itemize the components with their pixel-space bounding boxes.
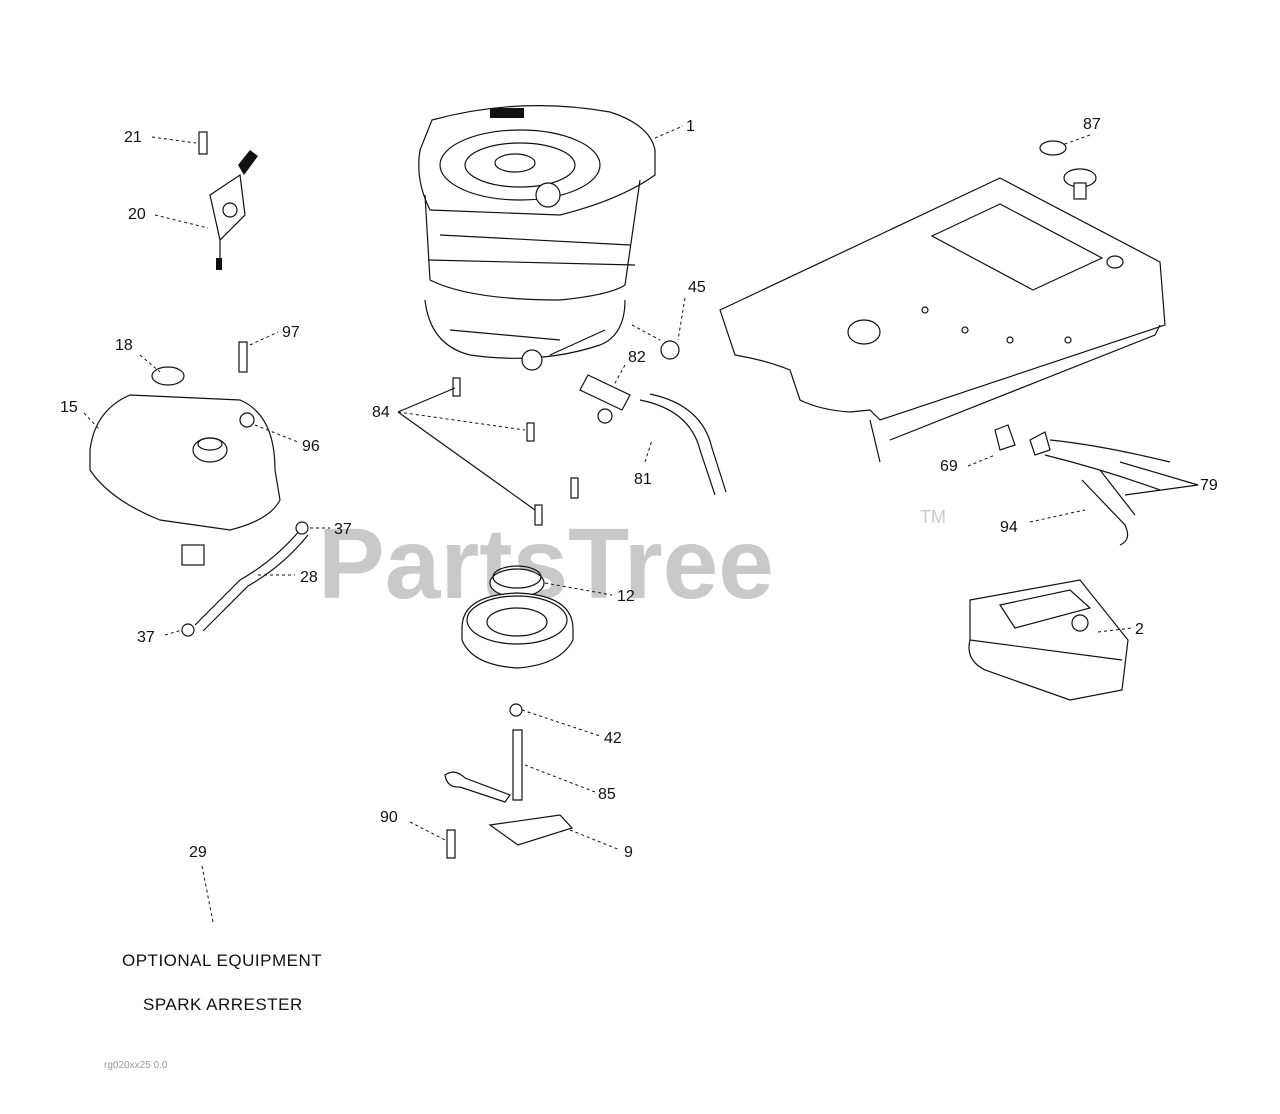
part-label-96: 96 <box>302 438 320 455</box>
knob-drawing <box>1039 140 1097 200</box>
throttle-control-drawing <box>198 131 258 270</box>
part-label-2: 2 <box>1135 621 1144 638</box>
part-label-97: 97 <box>282 324 300 341</box>
part-label-84: 84 <box>372 404 390 421</box>
part-label-12: 12 <box>617 588 635 605</box>
diagram-reference-code: rg020xx25 0.0 <box>104 1060 168 1071</box>
part-label-18: 18 <box>115 337 133 354</box>
part-label-37-top: 37 <box>334 521 352 538</box>
optional-equipment-caption: OPTIONAL EQUIPMENT <box>122 951 322 970</box>
part-label-69: 69 <box>940 458 958 475</box>
part-label-45: 45 <box>688 279 706 296</box>
part-label-20: 20 <box>128 206 146 223</box>
spark-arrester-caption: SPARK ARRESTER <box>143 995 303 1014</box>
muffler-drawing <box>968 424 1171 701</box>
part-label-94: 94 <box>1000 519 1018 536</box>
fuel-line-drawing <box>579 340 727 496</box>
part-label-42: 42 <box>604 730 622 747</box>
part-label-90: 90 <box>380 809 398 826</box>
bolts-drawing <box>452 377 579 526</box>
part-label-79: 79 <box>1200 477 1218 494</box>
engine-drawing <box>418 105 656 371</box>
part-label-87: 87 <box>1083 116 1101 133</box>
part-label-37-bottom: 37 <box>137 629 155 646</box>
trademark-symbol: TM <box>920 507 946 527</box>
part-label-28: 28 <box>300 569 318 586</box>
pulley-drawing <box>461 565 574 669</box>
hardware-drawing <box>444 703 574 859</box>
part-label-15: 15 <box>60 399 78 416</box>
part-label-85: 85 <box>598 786 616 803</box>
part-label-81: 81 <box>634 471 652 488</box>
fuel-hose-drawing <box>181 521 309 637</box>
part-label-29: 29 <box>189 844 207 861</box>
engine-mount-plate-drawing <box>719 177 1166 463</box>
fuel-tank-drawing <box>89 341 281 566</box>
part-label-9: 9 <box>624 844 633 861</box>
part-label-82: 82 <box>628 349 646 366</box>
part-label-1: 1 <box>686 118 695 135</box>
part-label-21: 21 <box>124 129 142 146</box>
